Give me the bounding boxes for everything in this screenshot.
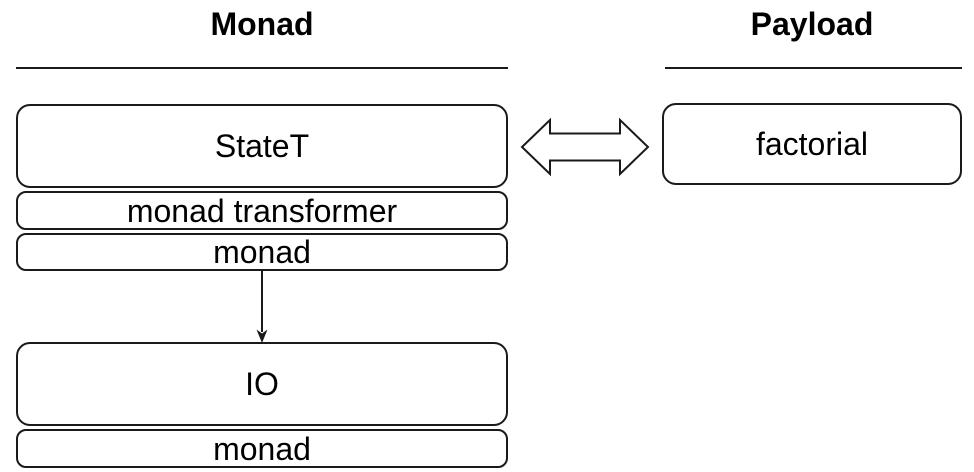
monad-tag-lower-label: monad xyxy=(213,430,311,467)
payload-title-rule xyxy=(665,67,962,69)
monad-transformer-tag-label: monad transformer xyxy=(126,192,398,229)
io-node: IO xyxy=(16,342,508,426)
payload-column-title: Payload xyxy=(750,6,874,42)
io-label: IO xyxy=(245,366,279,402)
double-arrow-icon xyxy=(520,117,650,177)
monad-title-rule xyxy=(16,67,508,69)
monad-tag-upper: monad xyxy=(16,233,508,271)
statet-node: StateT xyxy=(16,104,508,188)
monad-transformer-tag: monad transformer xyxy=(16,191,508,230)
monad-tag-upper-label: monad xyxy=(213,234,311,270)
monad-column-title: Monad xyxy=(210,6,314,42)
factorial-node: factorial xyxy=(662,103,962,185)
monad-tag-lower: monad xyxy=(16,429,508,468)
factorial-label: factorial xyxy=(755,126,869,162)
down-arrow-icon xyxy=(256,271,268,343)
statet-label: StateT xyxy=(214,128,310,164)
